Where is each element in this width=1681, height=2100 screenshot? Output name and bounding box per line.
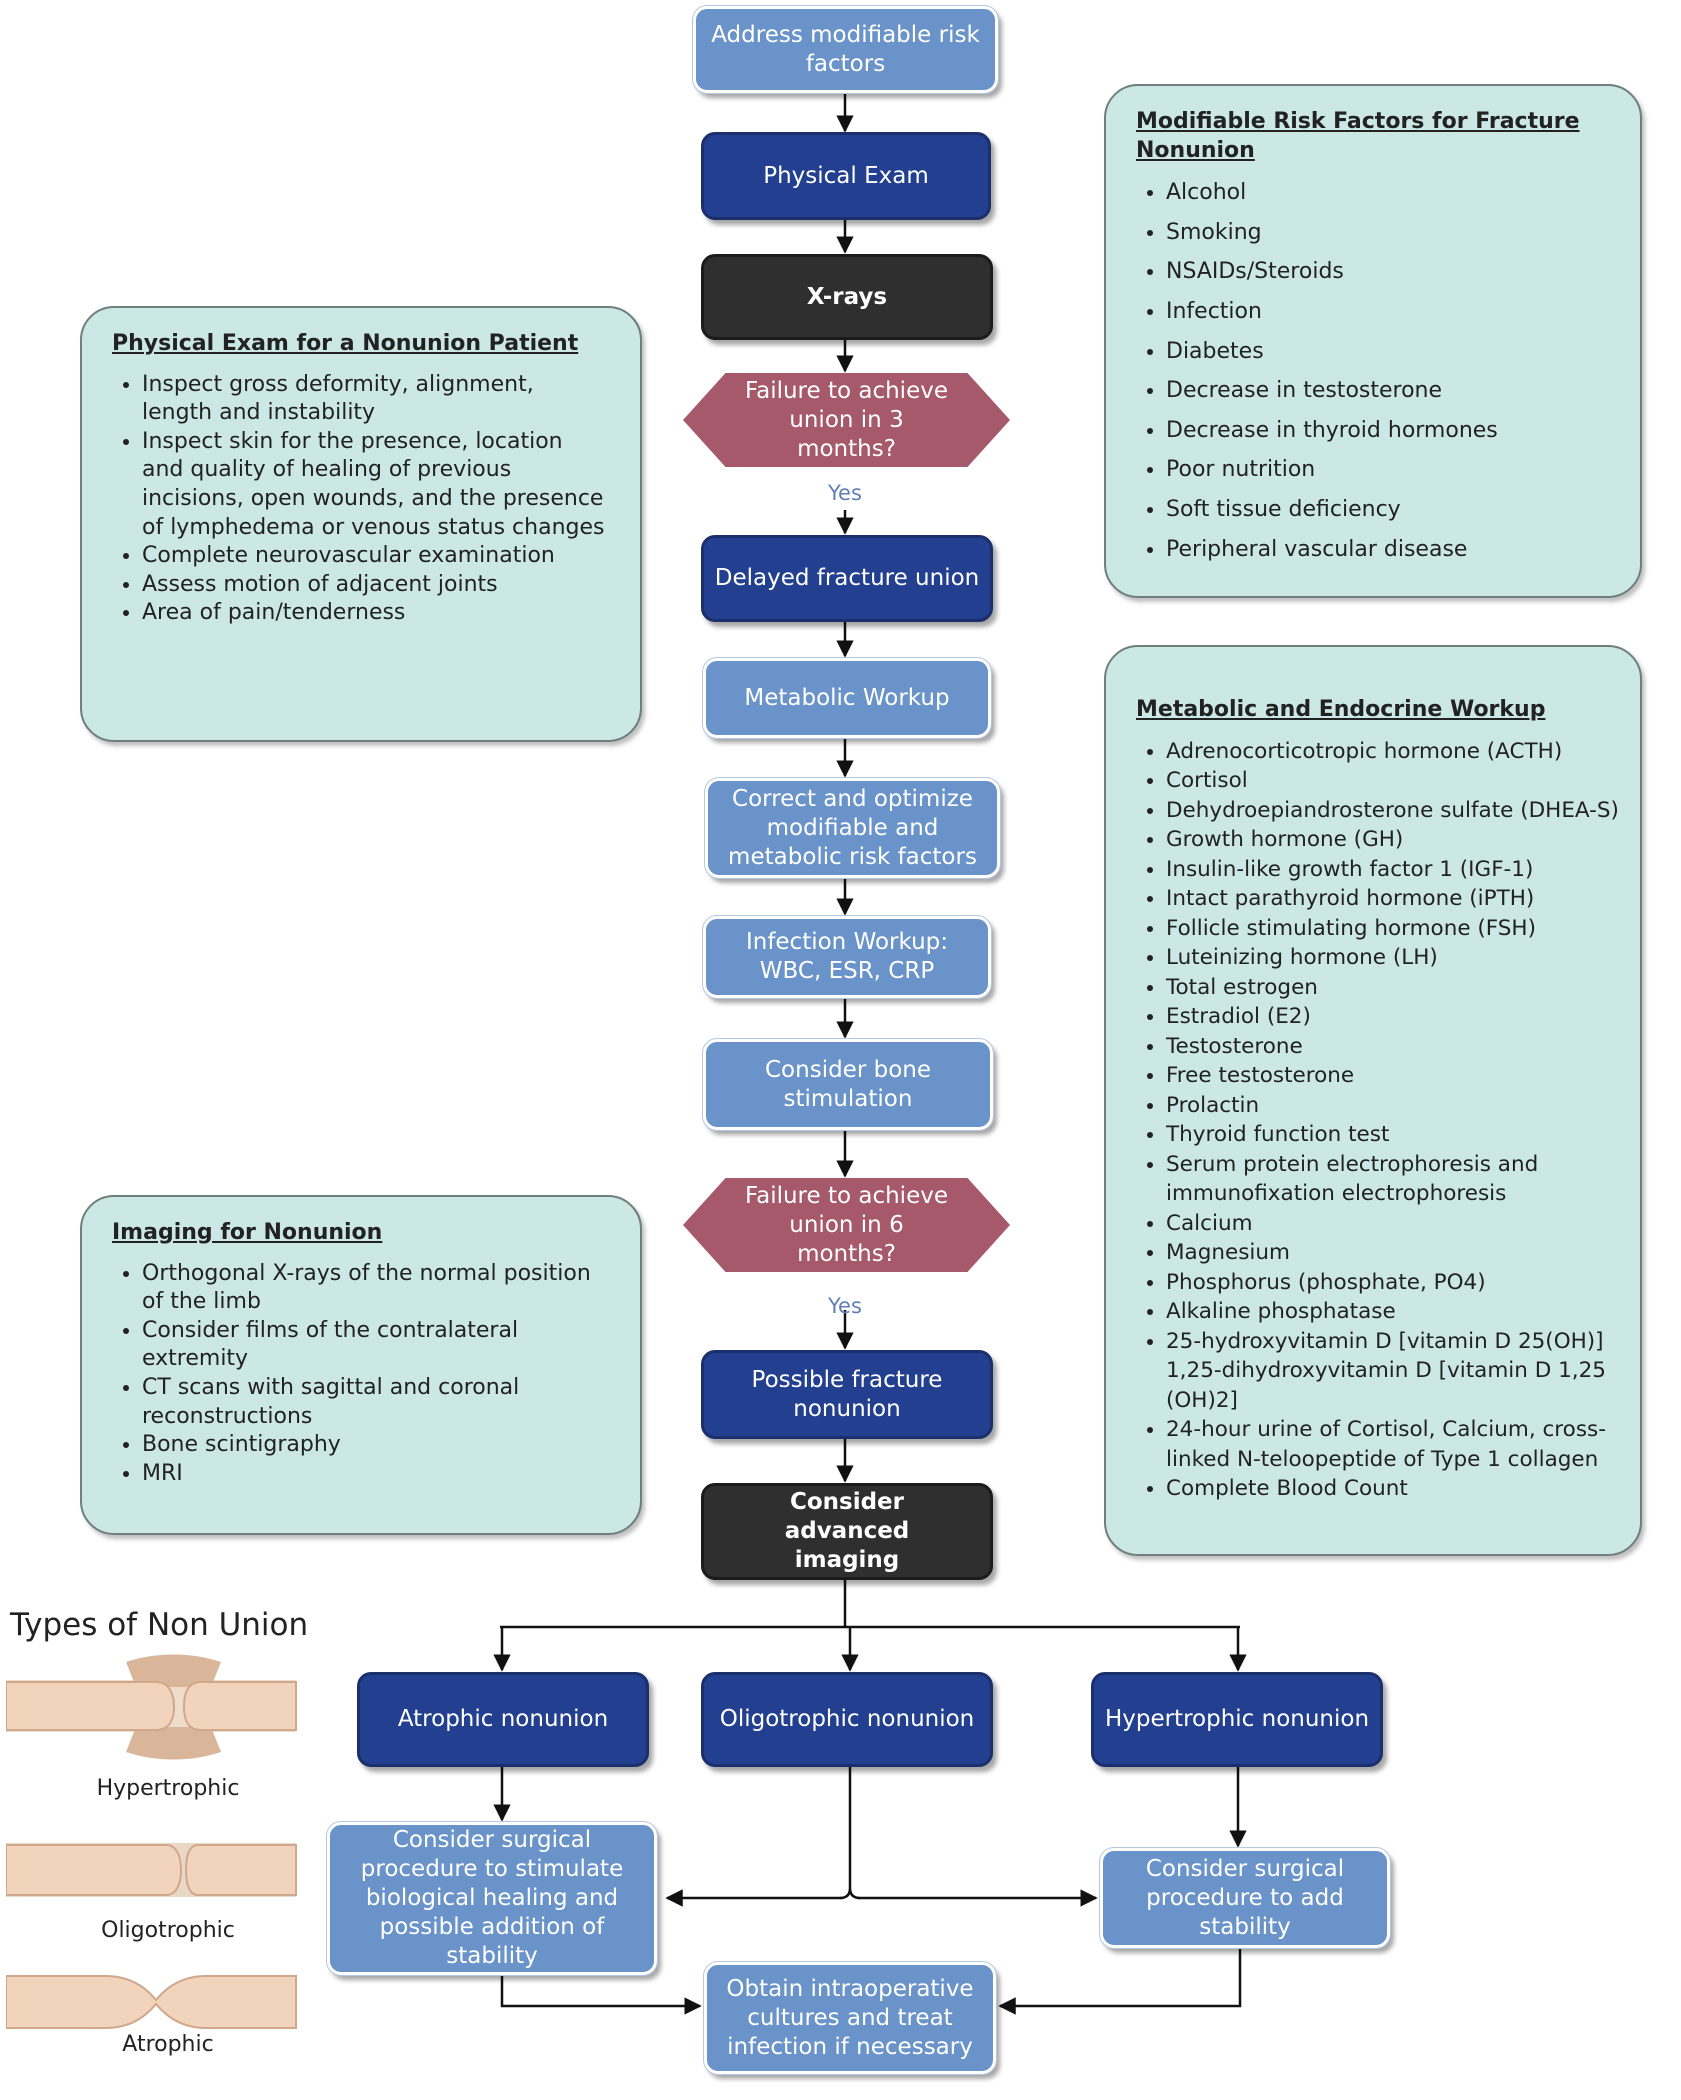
- physical-exam-panel: Physical Exam for a Nonunion Patient Ins…: [80, 306, 642, 742]
- list-item: Bone scintigraphy: [142, 1431, 610, 1460]
- infection-workup-box: Infection Workup: WBC, ESR, CRP: [702, 915, 992, 999]
- list-item: Dehydroepiandrosterone sulfate (DHEA-S): [1166, 796, 1624, 826]
- risk-factors-panel-title: Modifiable Risk Factors for Fracture Non…: [1136, 109, 1580, 163]
- list-item: Inspect skin for the presence, location …: [142, 428, 610, 542]
- list-item: MRI: [142, 1460, 610, 1489]
- list-item: 24-hour urine of Cortisol, Calcium, cros…: [1166, 1415, 1624, 1474]
- arrow-surgical-to-intraop: [500, 1975, 702, 2015]
- oligotrophic-label: Oligotrophic: [101, 1918, 235, 1943]
- oligotrophic-stem: [839, 1767, 861, 1900]
- oligotrophic-nonunion-box: Oligotrophic nonunion: [701, 1672, 993, 1767]
- list-item: Prolactin: [1166, 1091, 1624, 1121]
- imaging-panel: Imaging for Nonunion Orthogonal X-rays o…: [80, 1195, 642, 1535]
- decision-6-months: Failure to achieve union in 6 months?: [683, 1178, 1010, 1272]
- list-item: Luteinizing hormone (LH): [1166, 943, 1624, 973]
- list-item: Thyroid function test: [1166, 1120, 1624, 1150]
- surgical-stability-box: Consider surgical procedure to add stabi…: [1099, 1847, 1391, 1949]
- possible-nonunion-box: Possible fracture nonunion: [701, 1350, 993, 1439]
- bone-stimulation-box: Consider bone stimulation: [702, 1038, 994, 1131]
- list-item: Follicle stimulating hormone (FSH): [1166, 914, 1624, 944]
- correct-optimize-box: Correct and optimize modifiable and meta…: [704, 777, 1001, 879]
- xrays-box: X-rays: [701, 254, 993, 340]
- atrophic-bone-illustration: [6, 1975, 297, 2029]
- list-item: NSAIDs/Steroids: [1166, 258, 1610, 287]
- branch-connector: [500, 1580, 1240, 1629]
- surgical-biological-box: Consider surgical procedure to stimulate…: [326, 1821, 658, 1976]
- physical-exam-list: Inspect gross deformity, alignment, leng…: [112, 371, 610, 628]
- list-item: Poor nutrition: [1166, 456, 1610, 485]
- metabolic-list: Adrenocorticotropic hormone (ACTH) Corti…: [1136, 737, 1624, 1504]
- imaging-list: Orthogonal X-rays of the normal position…: [112, 1260, 610, 1489]
- list-item: Assess motion of adjacent joints: [142, 571, 610, 600]
- list-item: Decrease in testosterone: [1166, 377, 1610, 406]
- yes-label-2: Yes: [828, 1294, 862, 1318]
- list-item: Growth hormone (GH): [1166, 825, 1624, 855]
- list-item: Serum protein electrophoresis and immuno…: [1166, 1150, 1624, 1209]
- metabolic-workup-box: Metabolic Workup: [702, 657, 992, 739]
- list-item: Cortisol: [1166, 766, 1624, 796]
- list-item: Testosterone: [1166, 1032, 1624, 1062]
- list-item: Peripheral vascular disease: [1166, 536, 1610, 565]
- physical-exam-box: Physical Exam: [701, 132, 991, 220]
- list-item: Infection: [1166, 298, 1610, 327]
- metabolic-workup-panel: Metabolic and Endocrine Workup Adrenocor…: [1104, 645, 1642, 1556]
- risk-factors-panel: Modifiable Risk Factors for Fracture Non…: [1104, 84, 1642, 598]
- yes-label-1: Yes: [828, 481, 862, 505]
- arrow-stability-to-intraop: [998, 1935, 1242, 2015]
- hypertrophic-nonunion-box: Hypertrophic nonunion: [1091, 1672, 1383, 1767]
- list-item: Adrenocorticotropic hormone (ACTH): [1166, 737, 1624, 767]
- list-item: Free testosterone: [1166, 1061, 1624, 1091]
- metabolic-panel-title: Metabolic and Endocrine Workup: [1136, 697, 1546, 722]
- list-item: Intact parathyroid hormone (iPTH): [1166, 884, 1624, 914]
- list-item: Inspect gross deformity, alignment, leng…: [142, 371, 610, 428]
- list-item: Complete Blood Count: [1166, 1474, 1624, 1504]
- list-item: CT scans with sagittal and coronal recon…: [142, 1374, 610, 1431]
- advanced-imaging-box: Consider advanced imaging: [701, 1483, 993, 1580]
- list-item: Decrease in thyroid hormones: [1166, 417, 1610, 446]
- list-item: Consider films of the contralateral extr…: [142, 1317, 610, 1374]
- list-item: Area of pain/tenderness: [142, 599, 610, 628]
- list-item: Magnesium: [1166, 1238, 1624, 1268]
- list-item: Alcohol: [1166, 179, 1610, 208]
- delayed-union-box: Delayed fracture union: [701, 535, 993, 622]
- atrophic-nonunion-box: Atrophic nonunion: [357, 1672, 649, 1767]
- oligotrophic-bone-illustration: [6, 1843, 297, 1897]
- hypertrophic-label: Hypertrophic: [96, 1776, 240, 1801]
- list-item: Total estrogen: [1166, 973, 1624, 1003]
- list-item: Complete neurovascular examination: [142, 542, 610, 571]
- list-item: 25-hydroxyvitamin D [vitamin D 25(OH)] 1…: [1166, 1327, 1624, 1416]
- list-item: Calcium: [1166, 1209, 1624, 1239]
- list-item: Orthogonal X-rays of the normal position…: [142, 1260, 610, 1317]
- list-item: Insulin-like growth factor 1 (IGF-1): [1166, 855, 1624, 885]
- list-item: Diabetes: [1166, 338, 1610, 367]
- physical-exam-panel-title: Physical Exam for a Nonunion Patient: [112, 331, 579, 356]
- risk-factors-list: Alcohol Smoking NSAIDs/Steroids Infectio…: [1136, 179, 1610, 564]
- decision-3-months: Failure to achieve union in 3 months?: [683, 373, 1010, 467]
- types-of-nonunion-title: Types of Non Union: [10, 1607, 309, 1643]
- intraoperative-cultures-box: Obtain intraoperative cultures and treat…: [703, 1961, 997, 2075]
- hypertrophic-bone-illustration: [6, 1654, 297, 1760]
- list-item: Smoking: [1166, 219, 1610, 248]
- atrophic-label: Atrophic: [122, 2032, 214, 2057]
- list-item: Phosphorus (phosphate, PO4): [1166, 1268, 1624, 1298]
- imaging-panel-title: Imaging for Nonunion: [112, 1220, 383, 1245]
- list-item: Alkaline phosphatase: [1166, 1297, 1624, 1327]
- list-item: Estradiol (E2): [1166, 1002, 1624, 1032]
- list-item: Soft tissue deficiency: [1166, 496, 1610, 525]
- address-risk-factors-box: Address modifiable risk factors: [692, 5, 999, 94]
